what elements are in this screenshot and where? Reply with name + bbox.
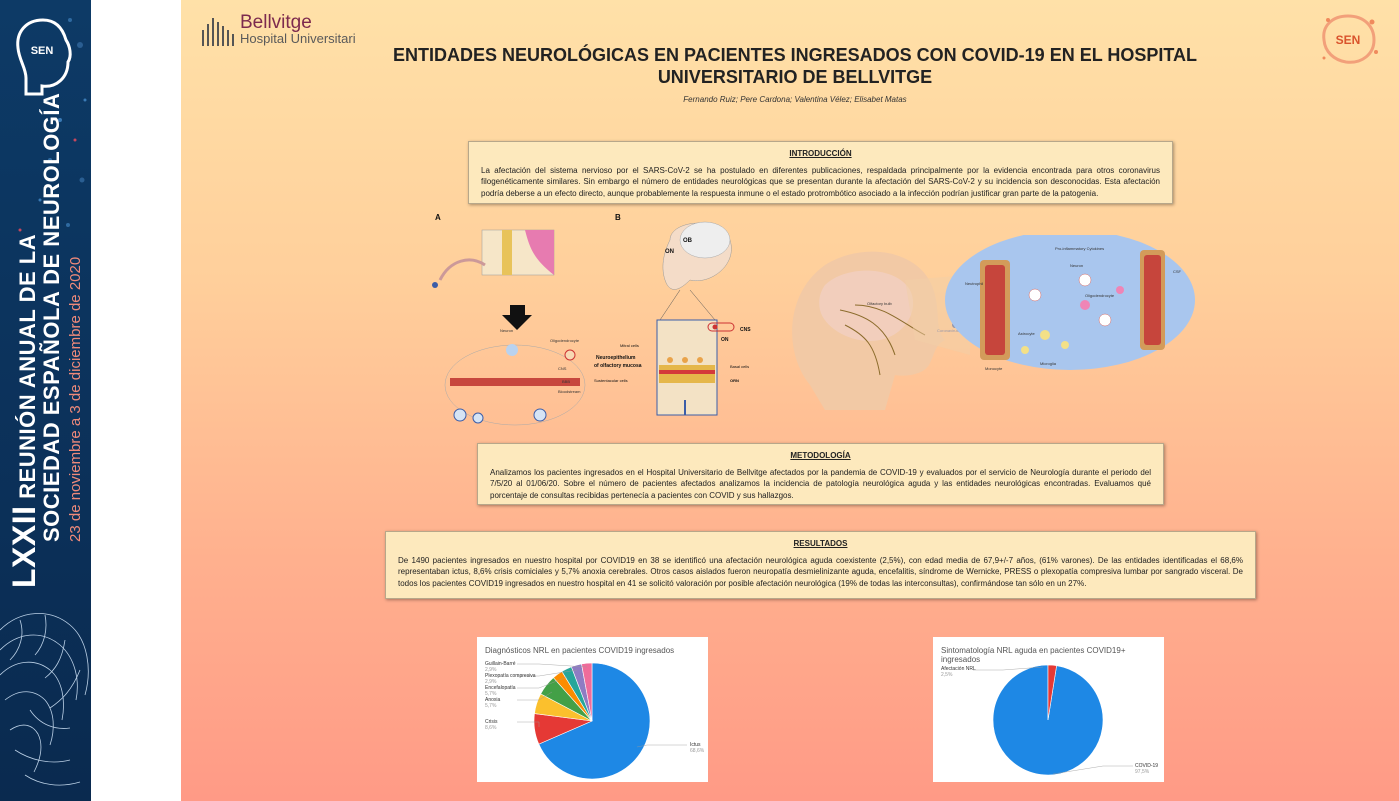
pie-slice-afectaci-n-nrl <box>1047 664 1057 721</box>
figure-b-text-on1: ON <box>665 249 674 255</box>
sintomatologia-pie-chart: Sintomatología NRL aguda en pacientes CO… <box>933 637 1164 782</box>
metodologia-text: Analizamos los pacientes ingresados en e… <box>490 467 1151 500</box>
chart1-leader-guillain <box>517 663 588 668</box>
figure-a-label: A <box>435 213 441 222</box>
resultados-heading: RESULTADOS <box>793 539 848 548</box>
figure-a-text-bloodstream: Bloodstream <box>558 389 581 394</box>
figure-c-text-neutrophil: Neutrophil <box>965 281 983 286</box>
bellvitge-logo: Bellvitge Hospital Universitari <box>200 12 380 48</box>
introduccion-text: La afectación del sistema nervioso por e… <box>481 165 1160 198</box>
figure-a-text-cns: CNS <box>558 366 567 371</box>
figure-c-head-inflammation-diagram: Olfactory bulb Coronavirus infection Pro… <box>792 235 1195 410</box>
figure-c-text-microglia: Microglia <box>1040 361 1057 366</box>
diagnosticos-pie-chart: Diagnósticos NRL en pacientes COVID19 in… <box>477 637 708 782</box>
figure-c-text-neuron: Neuron <box>1070 263 1083 268</box>
banner-dates: 23 de noviembre a 3 de diciembre de 2020 <box>67 256 84 542</box>
chart1-leader-crisis <box>517 721 540 727</box>
brain-illustration <box>0 613 89 786</box>
sen-logo-text: SEN <box>1336 33 1361 47</box>
metodologia-heading: METODOLOGÍA <box>790 451 851 460</box>
resultados-text: De 1490 pacientes ingresados en nuestro … <box>398 555 1243 588</box>
decorative-dots <box>18 18 87 232</box>
metodologia-box: METODOLOGÍA Analizamos los pacientes ing… <box>477 443 1164 505</box>
figure-c-text-astrocyte: Astrocyte <box>1018 331 1035 336</box>
figure-b-text-orn: ORN <box>730 378 739 383</box>
page-gutter <box>91 0 181 801</box>
introduccion-box: INTRODUCCIÓN La afectación del sistema n… <box>468 141 1173 204</box>
figure-b-label: B <box>615 213 621 222</box>
figure-c-text-monocyte: Monocyte <box>985 366 1003 371</box>
pie-slice-ictus <box>538 662 651 780</box>
figure-b-text-mitral: Mitral cells <box>620 343 639 348</box>
poster-authors: Fernando Ruiz; Pere Cardona; Valentina V… <box>683 95 907 104</box>
sen-logo: SEN <box>1322 14 1378 64</box>
figure-b-text-olfactory-mucosa: of olfactory mucosa <box>594 363 642 369</box>
chart2-pie <box>973 664 1133 776</box>
introduccion-heading: INTRODUCCIÓN <box>789 149 852 158</box>
poster-background <box>181 0 1399 801</box>
banner-text: LXXII REUNIÓN ANUAL DE LA SOCIEDAD ESPAÑ… <box>6 28 86 588</box>
figure-a-text-bbb: BBB <box>562 379 570 384</box>
chart2-leader-covid <box>1052 765 1133 775</box>
figure-b-olfactory-diagram: B OB ON CNS ON Mitral cells Neuroepithel… <box>594 213 751 416</box>
chart2-title: Sintomatología NRL aguda en pacientes CO… <box>941 646 1126 664</box>
figure-a-pathway-diagram: A CNS BBB Bloodstream Neuron Oligodendro… <box>432 213 586 426</box>
figure-c-text-oligo: Oligodendrocyte <box>1085 293 1115 298</box>
chart2-leader-afectacion <box>973 666 1044 671</box>
figure-c-text-csf: CSF <box>1173 269 1182 274</box>
banner-line2: SOCIEDAD ESPAÑOLA DE NEUROLOGÍA <box>39 92 64 542</box>
event-banner: SEN LXXII REUNIÓN ANUAL DE LA SOCIEDAD E… <box>0 0 91 801</box>
chart1-leader-encefalopatia <box>517 676 568 689</box>
resultados-box: RESULTADOS De 1490 pacientes ingresados … <box>385 531 1256 599</box>
figure-b-text-on2: ON <box>721 337 729 343</box>
figure-b-text-cns: CNS <box>740 327 751 333</box>
hospital-subtitle: Hospital Universitari <box>240 31 356 46</box>
pie-slice-other-2 <box>581 662 593 722</box>
figure-a-text-neuron: Neuron <box>500 328 513 333</box>
chart1-title: Diagnósticos NRL en pacientes COVID19 in… <box>485 646 675 655</box>
figure-b-text-sustentacular: Sustentacular cells <box>594 378 628 383</box>
chart1-leader-anoxia <box>517 691 553 701</box>
chart1-leader-ictus <box>636 744 687 748</box>
poster-title: ENTIDADES NEUROLÓGICAS EN PACIENTES INGR… <box>392 45 1198 87</box>
sen-brain-badge: SEN <box>16 18 72 96</box>
banner-line1: REUNIÓN ANUAL DE LA <box>15 233 40 499</box>
figure-c-text-olfactory: Olfactory bulb <box>867 301 892 306</box>
chart1-leader-plexopatia <box>517 669 578 677</box>
figure-b-text-basal: Basal cells <box>730 364 749 369</box>
sen-badge-text: SEN <box>31 45 54 57</box>
figure-b-text-neuroepithelium: Neuroepithelium <box>596 355 636 361</box>
bellvitge-bars-icon <box>202 18 234 46</box>
hospital-name: Bellvitge <box>240 12 312 33</box>
figure-a-text-oligo: Oligodendrocyte <box>550 338 580 343</box>
banner-edition: LXXII <box>6 505 42 588</box>
figure-b-text-ob: OB <box>683 238 693 244</box>
chart1-pie <box>517 662 687 780</box>
figure-c-text-cytokines: Pro-inflammatory Cytokines <box>1055 246 1104 251</box>
